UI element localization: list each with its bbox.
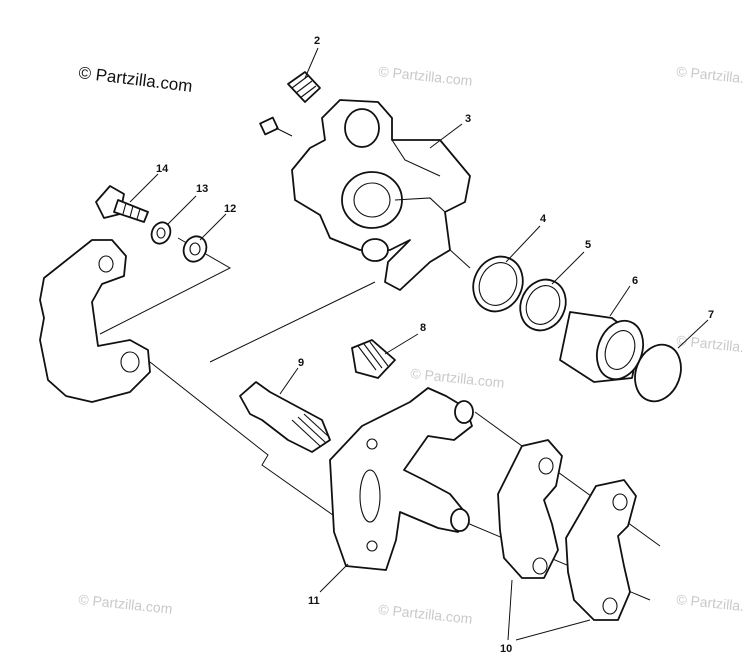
part-11-caliper-bracket (329, 387, 474, 571)
callout-7: 7 (708, 309, 714, 321)
watermark: © Partzilla.com (676, 63, 744, 89)
callout-3: 3 (465, 113, 471, 125)
callout-leaders (129, 47, 709, 641)
callout-6: 6 (632, 275, 638, 287)
part-7-cap (634, 343, 682, 403)
watermark: © Partzilla.com (78, 591, 173, 617)
part-3-caliper-body (291, 99, 471, 291)
watermark: © Partzilla.com (378, 63, 473, 89)
callout-2: 2 (314, 35, 320, 47)
part-8-bushing (351, 339, 396, 379)
part-2-bleeder-cap (287, 71, 321, 103)
callout-11: 11 (308, 595, 320, 607)
part-13-lock-washer (150, 221, 172, 245)
watermark: © Partzilla.com (410, 365, 505, 391)
callout-8: 8 (420, 322, 426, 334)
callout-labels: 2 3 4 5 6 7 8 9 10 11 12 13 14 (156, 35, 714, 655)
callout-4: 4 (540, 213, 547, 225)
callout-10: 10 (500, 643, 512, 655)
bleeder-screw (259, 116, 293, 137)
callout-13: 13 (196, 183, 208, 195)
part-14-bolt (95, 185, 149, 223)
part-12-washer (182, 235, 208, 263)
callout-5: 5 (585, 239, 591, 251)
part-10-brake-pads (497, 439, 637, 621)
callout-9: 9 (298, 357, 304, 369)
part-9-pin-bolt (239, 381, 331, 453)
watermark: © Partzilla.com (378, 601, 473, 627)
part-5-seal (519, 278, 567, 332)
watermark: © Partzilla.com (676, 591, 744, 617)
torque-arm-bracket (39, 239, 151, 403)
callout-14: 14 (156, 163, 169, 175)
callout-12: 12 (224, 203, 236, 215)
brand-text: © Partzilla.com (78, 63, 194, 96)
watermark: © Partzilla.com (676, 332, 744, 358)
